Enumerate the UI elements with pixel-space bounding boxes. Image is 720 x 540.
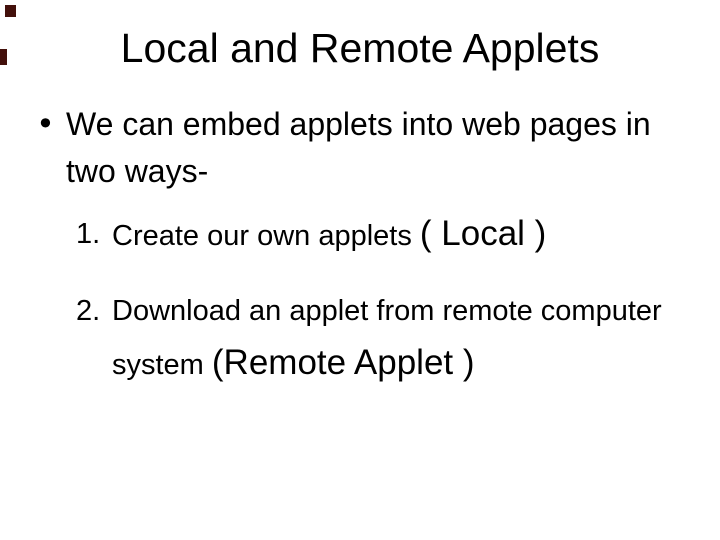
item-1-text: Create our own applets bbox=[112, 220, 420, 252]
scan-artifact-top-left bbox=[5, 5, 16, 17]
item-2-number: 2. bbox=[76, 295, 101, 327]
slide-title: Local and Remote Applets bbox=[120, 25, 600, 71]
bullet-line-2: two ways- bbox=[66, 153, 209, 189]
item-2-line-1: Download an applet from remote computer bbox=[112, 288, 662, 339]
bullet-line-1: We can embed applets into web pages in bbox=[66, 106, 651, 142]
item-2-line-2: system (Remote Applet ) bbox=[112, 339, 662, 393]
numbered-item-1: 1. Create our own applets ( Local ) bbox=[76, 214, 546, 261]
scan-artifact-left-edge bbox=[0, 49, 7, 65]
item-1-content: Create our own applets ( Local ) bbox=[112, 214, 546, 261]
item-2-emphasis: (Remote Applet ) bbox=[211, 343, 475, 382]
item-2-content: Download an applet from remote computer … bbox=[112, 288, 662, 393]
bullet-item: • We can embed applets into web pages in… bbox=[36, 101, 651, 195]
item-2-text-line-2: system bbox=[112, 349, 212, 381]
item-1-line: Create our own applets ( Local ) bbox=[112, 214, 546, 261]
item-1-number: 1. bbox=[76, 218, 101, 250]
item-1-emphasis: ( Local ) bbox=[419, 214, 547, 253]
item-2-text-line-1: Download an applet from remote computer bbox=[112, 295, 662, 327]
numbered-item-2: 2. Download an applet from remote comput… bbox=[76, 288, 662, 393]
bullet-marker: • bbox=[36, 105, 55, 143]
bullet-text: We can embed applets into web pages in t… bbox=[66, 101, 651, 195]
